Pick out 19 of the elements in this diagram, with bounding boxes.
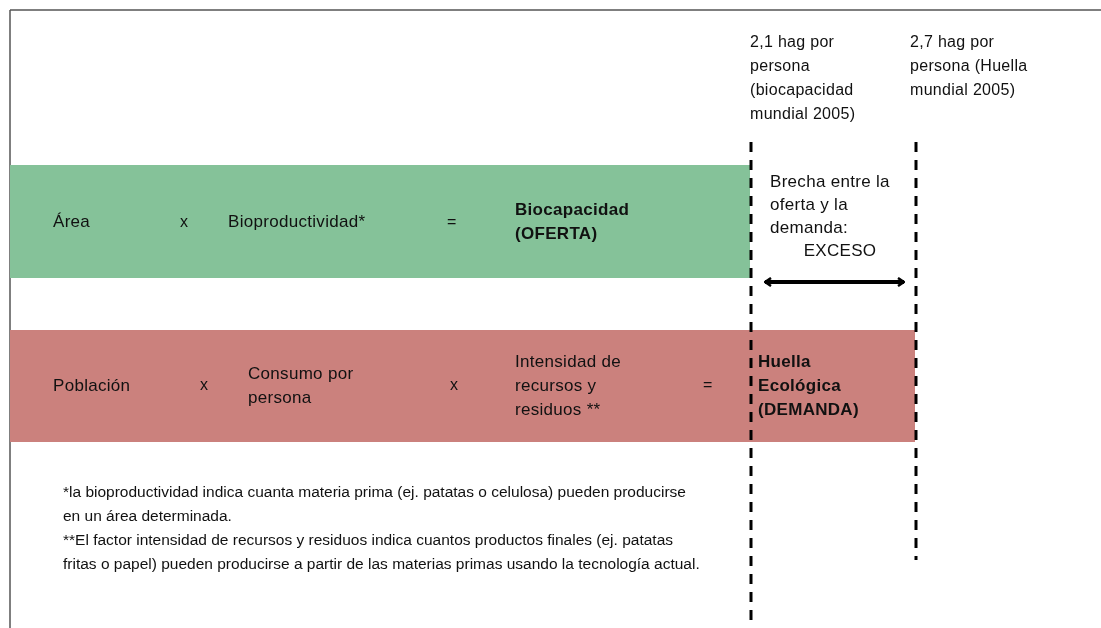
equation-term: Intensidad de recursos y residuos **: [515, 350, 665, 422]
gap-text: Brecha entre la oferta y la demanda: EXCESO: [770, 170, 910, 262]
footnote: *la bioproductividad indica cuanta materia prima (ej. patatas o celulosa) pueden producirse en un área determinada.: [63, 482, 687, 526]
operator: =: [447, 212, 457, 232]
footnote: **El factor intensidad de recursos y residuos indica cuantos productos finales (ej. patatas fritas o papel) pueden producirse a partir de las materias primas usando la tecnología actual.: [63, 530, 701, 574]
equation-term: Población: [53, 374, 173, 398]
operator: x: [200, 375, 209, 395]
equation-term: Bioproductividad*: [228, 209, 428, 234]
color-band: [10, 330, 915, 442]
color-band: [10, 165, 750, 278]
operator: x: [180, 212, 189, 232]
equation-term: Biocapacidad (OFERTA): [515, 197, 665, 246]
value-label: 2,1 hag por persona (biocapacidad mundial 2005): [750, 32, 857, 124]
equation-term: Huella Ecológica (DEMANDA): [758, 350, 898, 422]
operator: x: [450, 375, 459, 395]
equation-term: Área: [53, 209, 133, 234]
equation-term: Consumo por persona: [248, 362, 388, 410]
value-label: 2,7 hag por persona (Huella mundial 2005): [910, 32, 1029, 100]
operator: =: [703, 375, 713, 395]
